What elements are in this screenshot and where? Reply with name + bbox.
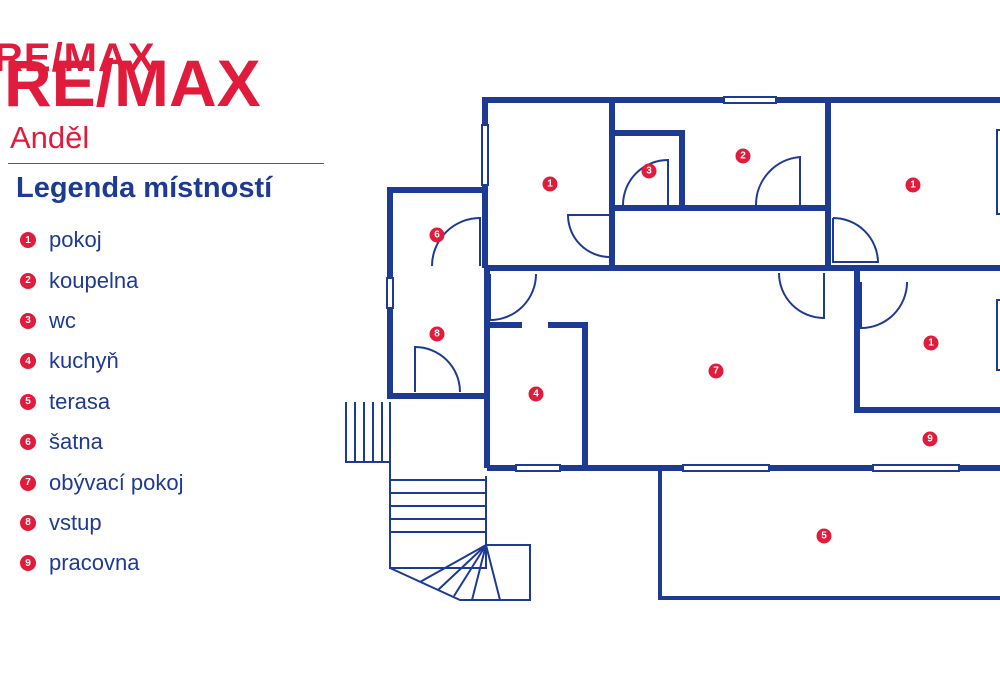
walls — [387, 97, 1000, 600]
stair-outline — [345, 402, 391, 463]
terrace-outline — [658, 468, 1000, 600]
brand-logo: RE/MAX — [4, 46, 261, 120]
legend-item-1: 1 pokoj — [20, 220, 184, 260]
room-badges: 1 2 3 1 6 8 4 7 1 9 5 — [429, 148, 939, 544]
header-divider — [8, 163, 324, 164]
legend-title: Legenda místností — [16, 172, 273, 204]
door-swing — [778, 272, 825, 320]
legend-item-8: 8 vstup — [20, 503, 184, 543]
legend-badge: 3 — [20, 312, 36, 329]
window — [872, 464, 960, 472]
legend-badge: 2 — [20, 272, 36, 289]
room-badge: 9 — [922, 431, 938, 447]
window — [996, 129, 1000, 215]
outer-wall — [387, 187, 485, 268]
room-badge-number: 1 — [547, 179, 553, 190]
legend-label: šatna — [49, 429, 103, 455]
legend-item-4: 4 kuchyň — [20, 341, 184, 381]
legend-item-3: 3 wc — [20, 301, 184, 341]
room-badge-number: 2 — [740, 151, 746, 162]
door-swing — [414, 345, 461, 393]
legend-badge: 9 — [20, 555, 36, 572]
legend-label: wc — [49, 307, 76, 333]
legend-badge: 4 — [20, 353, 36, 370]
room-badge-number: 3 — [646, 166, 652, 177]
door-swing — [489, 273, 537, 322]
office-name: Anděl — [10, 120, 90, 155]
room-badge-number: 1 — [910, 180, 916, 191]
legend-label: koupelna — [49, 267, 139, 293]
stair-outline — [389, 544, 531, 601]
legend-item-6: 6 šatna — [20, 422, 184, 462]
windows — [386, 96, 1000, 472]
interior-wall — [548, 322, 588, 468]
room-badge: 8 — [429, 326, 445, 342]
legend-badge: 7 — [20, 474, 36, 491]
room-badge: 7 — [708, 363, 724, 379]
stair-tread — [390, 479, 486, 533]
window — [682, 464, 770, 472]
room-badge-number: 6 — [434, 230, 440, 241]
legend-label: vstup — [49, 509, 102, 535]
room-badge: 1 — [905, 177, 921, 193]
room-badge-number: 8 — [434, 329, 440, 340]
stair-tread — [354, 402, 383, 462]
legend-item-9: 9 pracovna — [20, 543, 184, 583]
window — [996, 299, 1000, 371]
room-badge: 3 — [641, 163, 657, 179]
room-badge-number: 4 — [533, 389, 539, 400]
interior-wall — [854, 278, 1000, 413]
room-badge: 2 — [735, 148, 751, 164]
legend-badge: 6 — [20, 434, 36, 451]
outer-wall — [482, 97, 1000, 268]
legend-badge: 5 — [20, 393, 36, 410]
window — [386, 277, 394, 309]
stair-outline — [389, 462, 487, 569]
room-badge: 1 — [542, 176, 558, 192]
legend-label: pokoj — [49, 227, 102, 253]
legend-label: obývací pokoj — [49, 469, 184, 495]
logo-ghost-text: RE/MAX — [0, 36, 156, 80]
window — [723, 96, 777, 104]
legend-item-7: 7 obývací pokoj — [20, 462, 184, 502]
legend-badge: 1 — [20, 232, 36, 249]
legend-item-2: 2 koupelna — [20, 260, 184, 300]
legend-item-5: 5 terasa — [20, 382, 184, 422]
door-swing — [754, 155, 801, 206]
doors — [414, 155, 908, 393]
door-swing — [622, 158, 669, 206]
legend-badge: 8 — [20, 514, 36, 531]
stair-tread — [419, 544, 501, 601]
room-badge: 5 — [816, 528, 832, 544]
room-badge-number: 5 — [821, 531, 827, 542]
legend-label: pracovna — [49, 550, 140, 576]
stairs — [345, 402, 531, 601]
room-badge-number: 7 — [713, 366, 719, 377]
legend-label: kuchyň — [49, 348, 119, 374]
room-badge: 6 — [429, 227, 445, 243]
room-badge-number: 9 — [927, 434, 933, 445]
room-badge: 1 — [923, 335, 939, 351]
room-badge-number: 1 — [928, 338, 934, 349]
door-swing — [566, 214, 611, 258]
door-swing — [431, 216, 481, 267]
outer-wall — [387, 268, 487, 399]
room-legend: 1 pokoj 2 koupelna 3 wc 4 kuchyň 5 terasa 6 ša… — [20, 220, 184, 584]
room-badge: 4 — [528, 386, 544, 402]
door-swing — [832, 217, 880, 263]
legend-label: terasa — [49, 388, 111, 414]
window — [481, 124, 489, 186]
door-swing — [860, 281, 908, 330]
window — [515, 464, 561, 472]
